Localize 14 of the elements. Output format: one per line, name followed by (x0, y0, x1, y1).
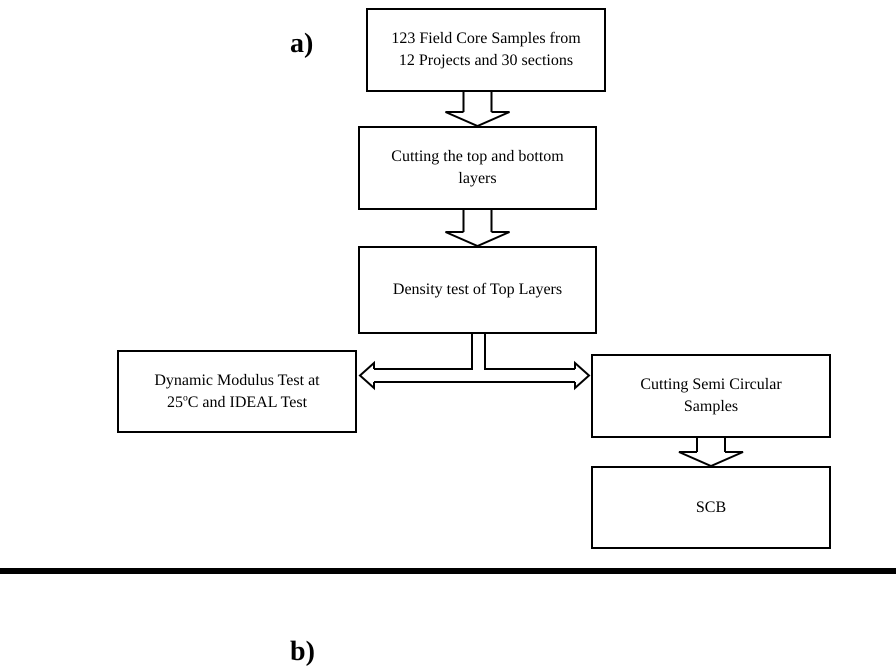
box-text: Dynamic Modulus Test at 25$^{o}$C and IDEAL Test (153, 370, 321, 412)
process-box (117, 350, 357, 433)
panel-label: b) (290, 636, 315, 668)
process-box (591, 354, 831, 438)
box-text: Density test of Top Layers (392, 280, 562, 300)
process-box (358, 246, 597, 334)
box-text: SCB (696, 498, 726, 518)
box-text: 123 Field Core Samples from 12 Projects and 30 sections (390, 29, 582, 71)
panel-label: a) (290, 28, 314, 60)
process-box (358, 126, 597, 210)
box-text: Cutting Semi Circular Samples (639, 375, 783, 417)
process-box (591, 466, 831, 549)
process-box (366, 8, 606, 92)
box-text: Cutting the top and bottom layers (390, 147, 565, 189)
